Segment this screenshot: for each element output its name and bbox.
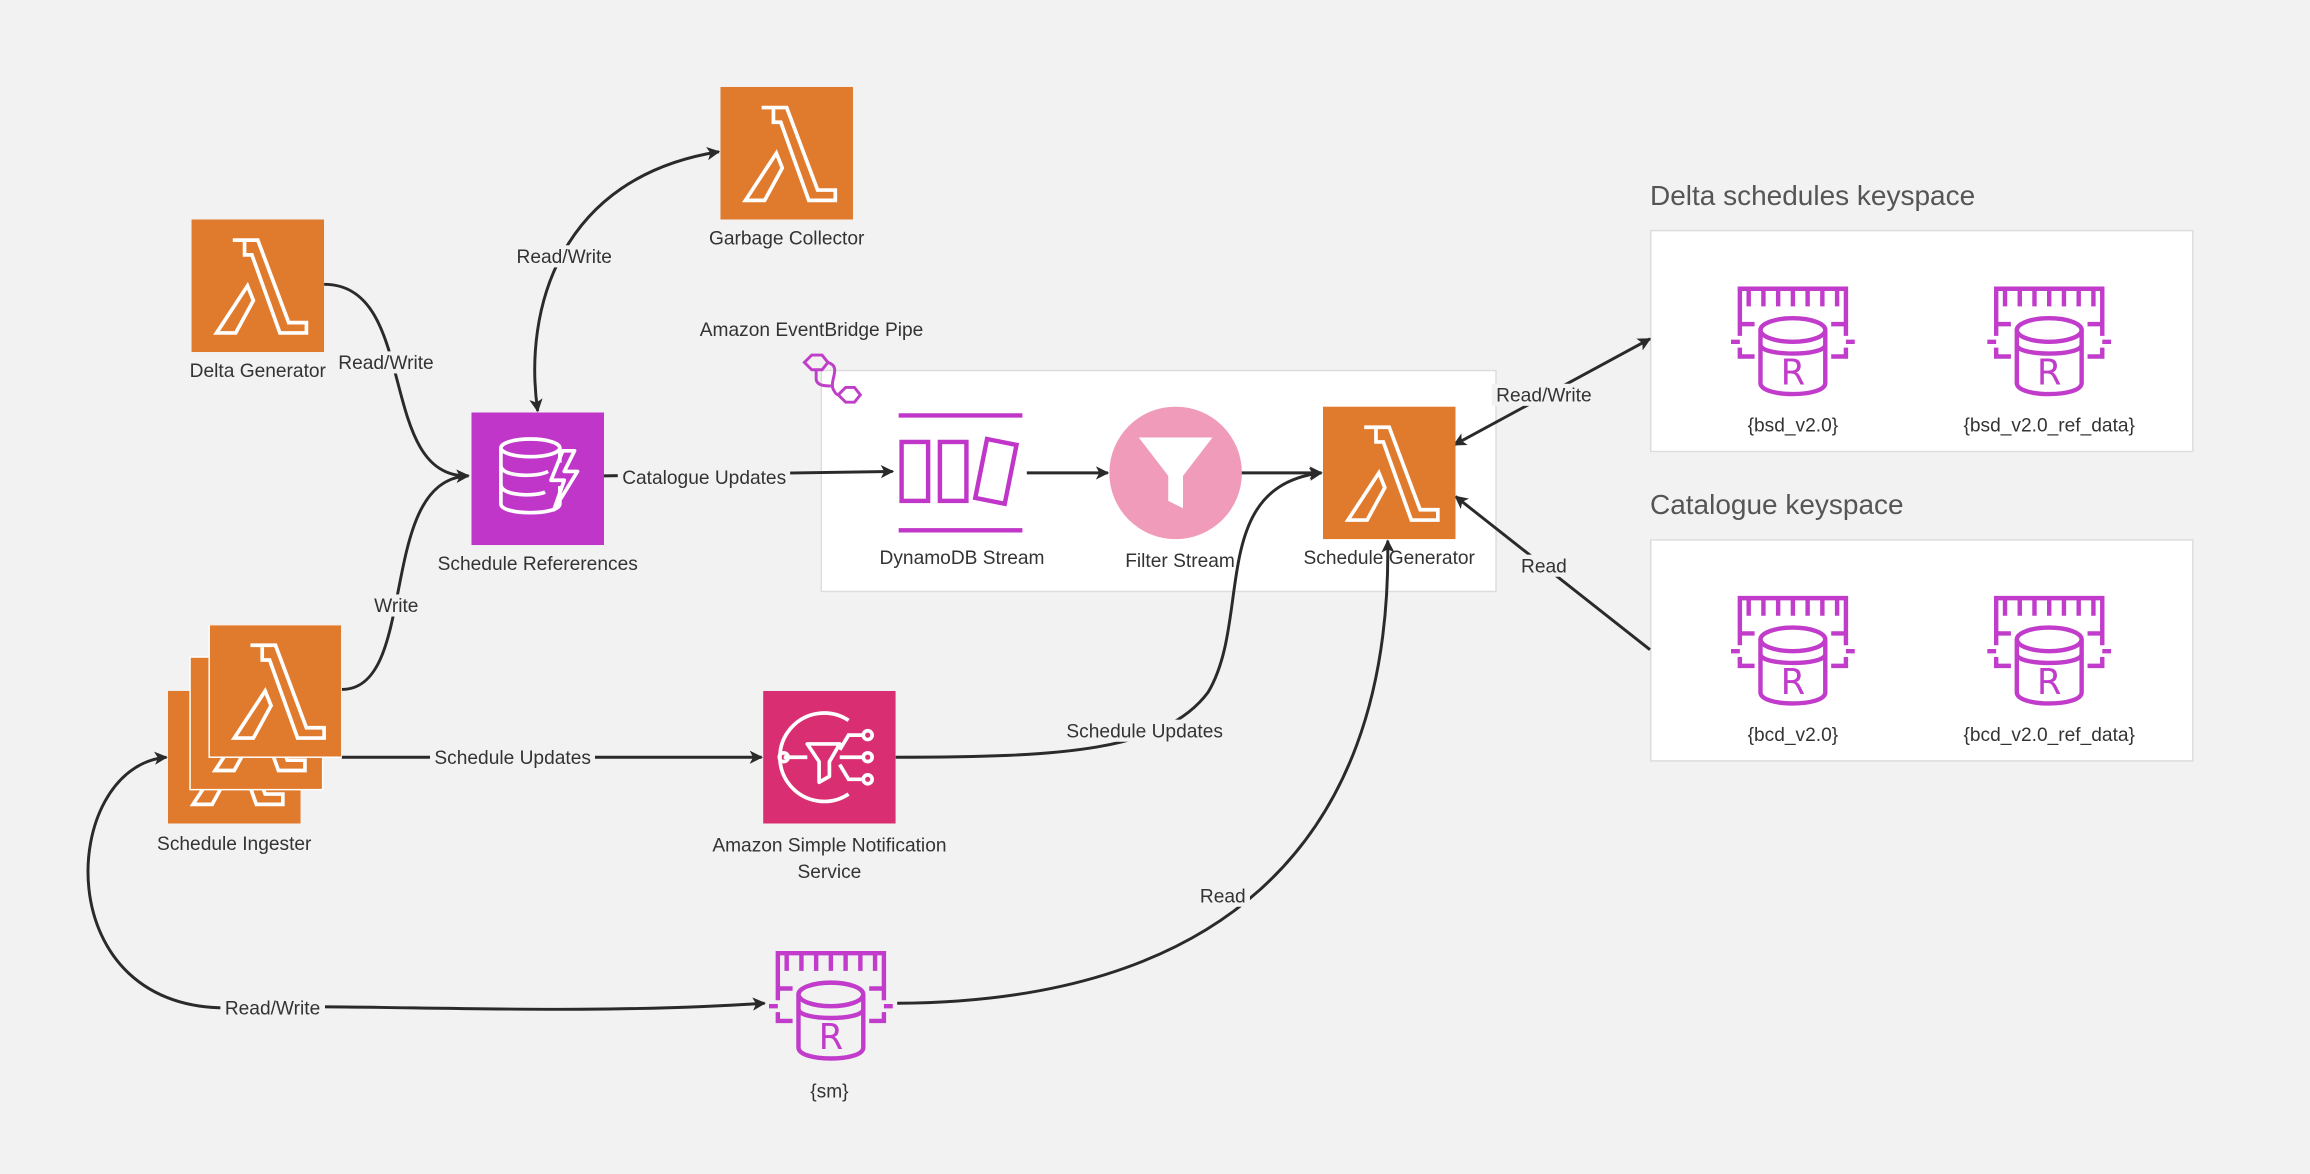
edge-label-ingester-write: Write [369, 594, 423, 617]
eventbridge-pipe-icon-wrap [798, 349, 863, 414]
bcd-table[interactable]: R [1728, 592, 1858, 710]
edge-sm-read [897, 539, 1395, 1005]
svg-text:R: R [2037, 662, 2062, 703]
edge-label-schedule-updates-1: Schedule Updates [429, 746, 596, 769]
redis-db-icon: R [1987, 286, 2112, 397]
edge-label-sm-read: Read [1195, 884, 1251, 907]
bcd-ref-data-table[interactable]: R [1984, 592, 2114, 710]
bcd-ref-data-table-label: {bcd_v2.0_ref_data} [1963, 723, 2135, 746]
edge-label-catalogue-updates: Catalogue Updates [617, 466, 791, 489]
edge-schedule-updates-2 [895, 467, 1323, 759]
bsd-ref-data-table-label: {bsd_v2.0_ref_data} [1963, 413, 2135, 437]
dynamodb-stream[interactable] [896, 412, 1029, 536]
lambda-icon [167, 624, 342, 824]
filter-icon [1109, 406, 1242, 540]
schedule-ingester-label: Schedule Ingester [157, 832, 312, 855]
bsd-ref-data-table[interactable]: R [1984, 283, 2114, 401]
sns-topic[interactable] [763, 690, 896, 824]
bsd-table-label: {bsd_v2.0} [1747, 413, 1839, 437]
schedule-references-dynamodb[interactable] [471, 412, 605, 546]
dynamodb-stream-label: DynamoDB Stream [879, 546, 1045, 569]
lambda-icon [1322, 406, 1456, 540]
edge-ingester-write [341, 469, 470, 691]
delta-keyspace-title: Delta schedules keyspace [1649, 181, 1976, 213]
bsd-table[interactable]: R [1728, 283, 1858, 401]
lambda-icon [191, 219, 325, 353]
dynamodb-icon [471, 412, 605, 546]
lambda-icon [720, 86, 853, 220]
schedule-ingester-lambda-stack[interactable] [167, 624, 342, 824]
svg-text:R: R [819, 1017, 844, 1058]
delta-generator-label: Delta Generator [189, 359, 326, 382]
sns-icon [763, 690, 896, 824]
redis-db-icon: R [1731, 595, 1855, 706]
redis-db-icon: R [1731, 286, 1855, 397]
edge-label-delta-keyspace-rw: Read/Write [1491, 383, 1597, 406]
garbage-collector-label: Garbage Collector [708, 226, 865, 249]
schedule-generator-lambda[interactable] [1322, 406, 1456, 540]
edge-delta-rw [324, 282, 470, 483]
edge-label-delta-rw: Read/Write [333, 351, 439, 374]
filter-stream-label: Filter Stream [1125, 549, 1235, 572]
catalogue-keyspace-title: Catalogue keyspace [1649, 490, 1904, 522]
bcd-table-label: {bcd_v2.0} [1747, 723, 1839, 746]
edge-label-gc-rw: Read/Write [512, 245, 617, 268]
edge-label-catalogue-keyspace-read: Read [1516, 554, 1572, 577]
pipe-title: Amazon EventBridge Pipe [699, 318, 924, 341]
edge-gc-rw [529, 147, 721, 413]
svg-text:R: R [1781, 353, 1806, 394]
edge-label-sm-rw: Read/Write [220, 996, 325, 1019]
stream-icon [898, 413, 1023, 533]
eventbridge-pipe-icon [802, 353, 863, 404]
edge-label-schedule-updates-2: Schedule Updates [1061, 719, 1228, 742]
redis-db-icon: R [769, 950, 893, 1061]
schedule-generator-label: Schedule Generator [1303, 546, 1475, 569]
sns-label: Amazon Simple Notification Service [712, 833, 947, 883]
schedule-references-label: Schedule Refererences [437, 552, 638, 575]
sm-db-label: {sm} [810, 1079, 849, 1102]
svg-text:R: R [1781, 662, 1806, 703]
redis-db-icon: R [1987, 595, 2112, 706]
filter-stream[interactable] [1109, 406, 1242, 540]
sm-database[interactable]: R [766, 947, 896, 1065]
garbage-collector-lambda[interactable] [720, 86, 853, 220]
delta-generator-lambda[interactable] [191, 219, 325, 353]
svg-text:R: R [2037, 353, 2062, 394]
